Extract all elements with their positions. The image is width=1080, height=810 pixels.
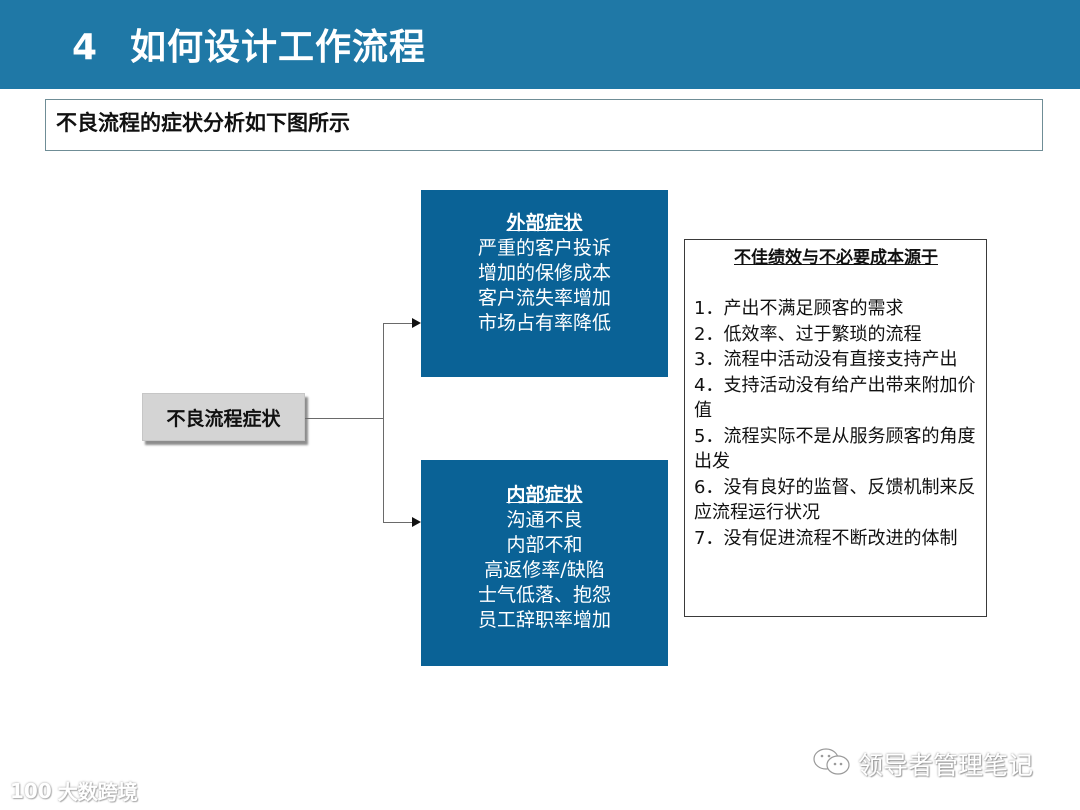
- external-symptom-item: 严重的客户投诉: [477, 237, 611, 259]
- internal-symptom-item: 高返修率/缺陷: [484, 559, 605, 581]
- watermark-left-text: 大数跨境: [57, 780, 138, 804]
- cause-item: 6．没有良好的监督、反馈机制来反应流程运行状况: [694, 476, 976, 524]
- arrow-right-icon: [412, 318, 421, 328]
- cause-item: 5．流程实际不是从服务顾客的角度出发: [694, 425, 976, 473]
- watermark-right-text: 领导者管理笔记: [858, 751, 1034, 780]
- title-bar: 4 如何设计工作流程: [0, 0, 1080, 89]
- internal-symptom-item: 沟通不良: [506, 509, 583, 531]
- connector-top-branch: [383, 323, 413, 324]
- cause-item: 1．产出不满足顾客的需求: [694, 298, 904, 319]
- arrow-right-icon: [412, 517, 421, 527]
- external-symptom-item: 客户流失率增加: [477, 287, 611, 309]
- cause-item: 2．低效率、过于繁琐的流程: [694, 323, 922, 345]
- external-symptoms-box: 外部症状 严重的客户投诉 增加的保修成本 客户流失率增加 市场占有率降低: [421, 190, 668, 377]
- root-node-bad-process-symptoms: 不良流程症状: [142, 393, 305, 441]
- internal-symptom-item: 员工辞职率增加: [477, 609, 611, 631]
- causes-heading: 不佳绩效与不必要成本源于: [734, 248, 938, 268]
- connector-horizontal: [305, 418, 383, 419]
- external-symptom-item: 增加的保修成本: [477, 262, 611, 284]
- cause-item: 7．没有促进流程不断改进的体制: [694, 527, 958, 549]
- cause-item: 3．流程中活动没有直接支持产出: [694, 349, 958, 370]
- subtitle-box: 不良流程的症状分析如下图所示: [45, 99, 1043, 151]
- external-symptom-item: 市场占有率降低: [477, 312, 611, 334]
- section-number: 4: [72, 27, 98, 68]
- page-title: 如何设计工作流程: [130, 27, 427, 68]
- internal-symptoms-heading: 内部症状: [506, 484, 583, 506]
- root-node-label: 不良流程症状: [166, 407, 281, 430]
- connector-vertical: [383, 323, 384, 523]
- subtitle-text: 不良流程的症状分析如下图所示: [56, 111, 350, 135]
- connector-bottom-branch: [383, 522, 413, 523]
- watermark-right: 领导者管理笔记: [812, 746, 1033, 782]
- internal-symptom-item: 士气低落、抱怨: [477, 584, 611, 606]
- internal-symptom-item: 内部不和: [506, 534, 583, 556]
- internal-symptoms-box: 内部症状 沟通不良 内部不和 高返修率/缺陷 士气低落、抱怨 员工辞职率增加: [421, 460, 668, 666]
- wechat-icon: [812, 747, 852, 782]
- external-symptoms-heading: 外部症状: [506, 212, 583, 234]
- logo-100-icon: 100: [10, 778, 52, 803]
- causes-box: 不佳绩效与不必要成本源于 1．产出不满足顾客的需求 2．低效率、过于繁琐的流程 …: [684, 239, 987, 617]
- watermark-left: 100 大数跨境: [10, 776, 138, 805]
- cause-item: 4．支持活动没有给产出带来附加价值: [694, 374, 976, 422]
